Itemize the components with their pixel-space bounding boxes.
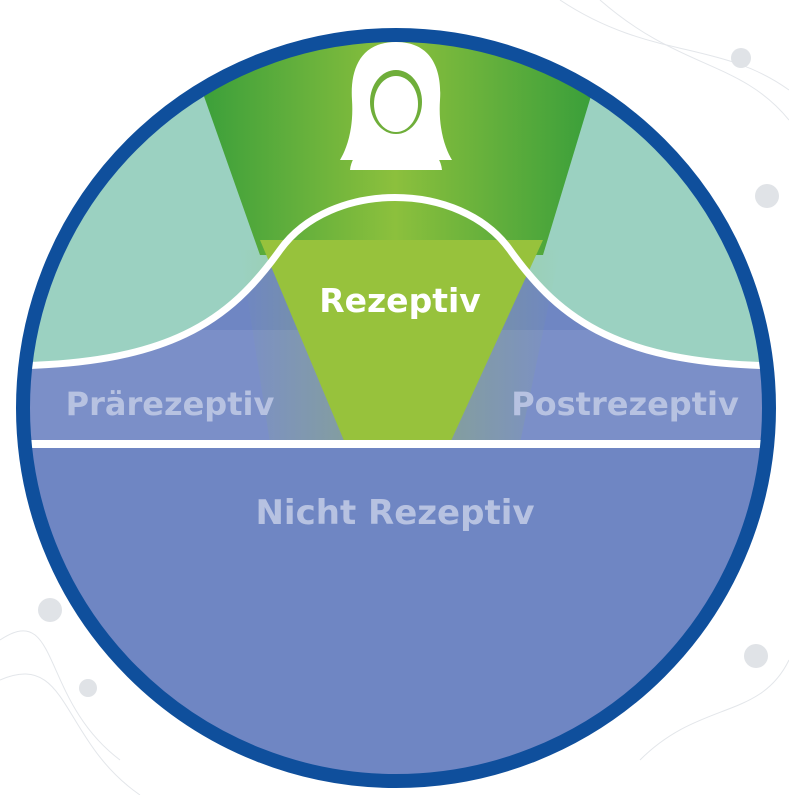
label-receptive: Rezeptiv — [319, 281, 481, 320]
label-post-receptive: Postrezeptiv — [511, 385, 739, 423]
divider-line — [23, 440, 769, 448]
background-network-nodes — [38, 48, 779, 697]
label-pre-receptive: Prärezeptiv — [66, 385, 275, 423]
label-not-receptive: Nicht Rezeptiv — [255, 493, 534, 533]
cone-fade — [240, 250, 560, 443]
woman-avatar-icon — [340, 42, 452, 170]
outer-ring — [16, 28, 776, 788]
bell-curve — [23, 194, 769, 370]
